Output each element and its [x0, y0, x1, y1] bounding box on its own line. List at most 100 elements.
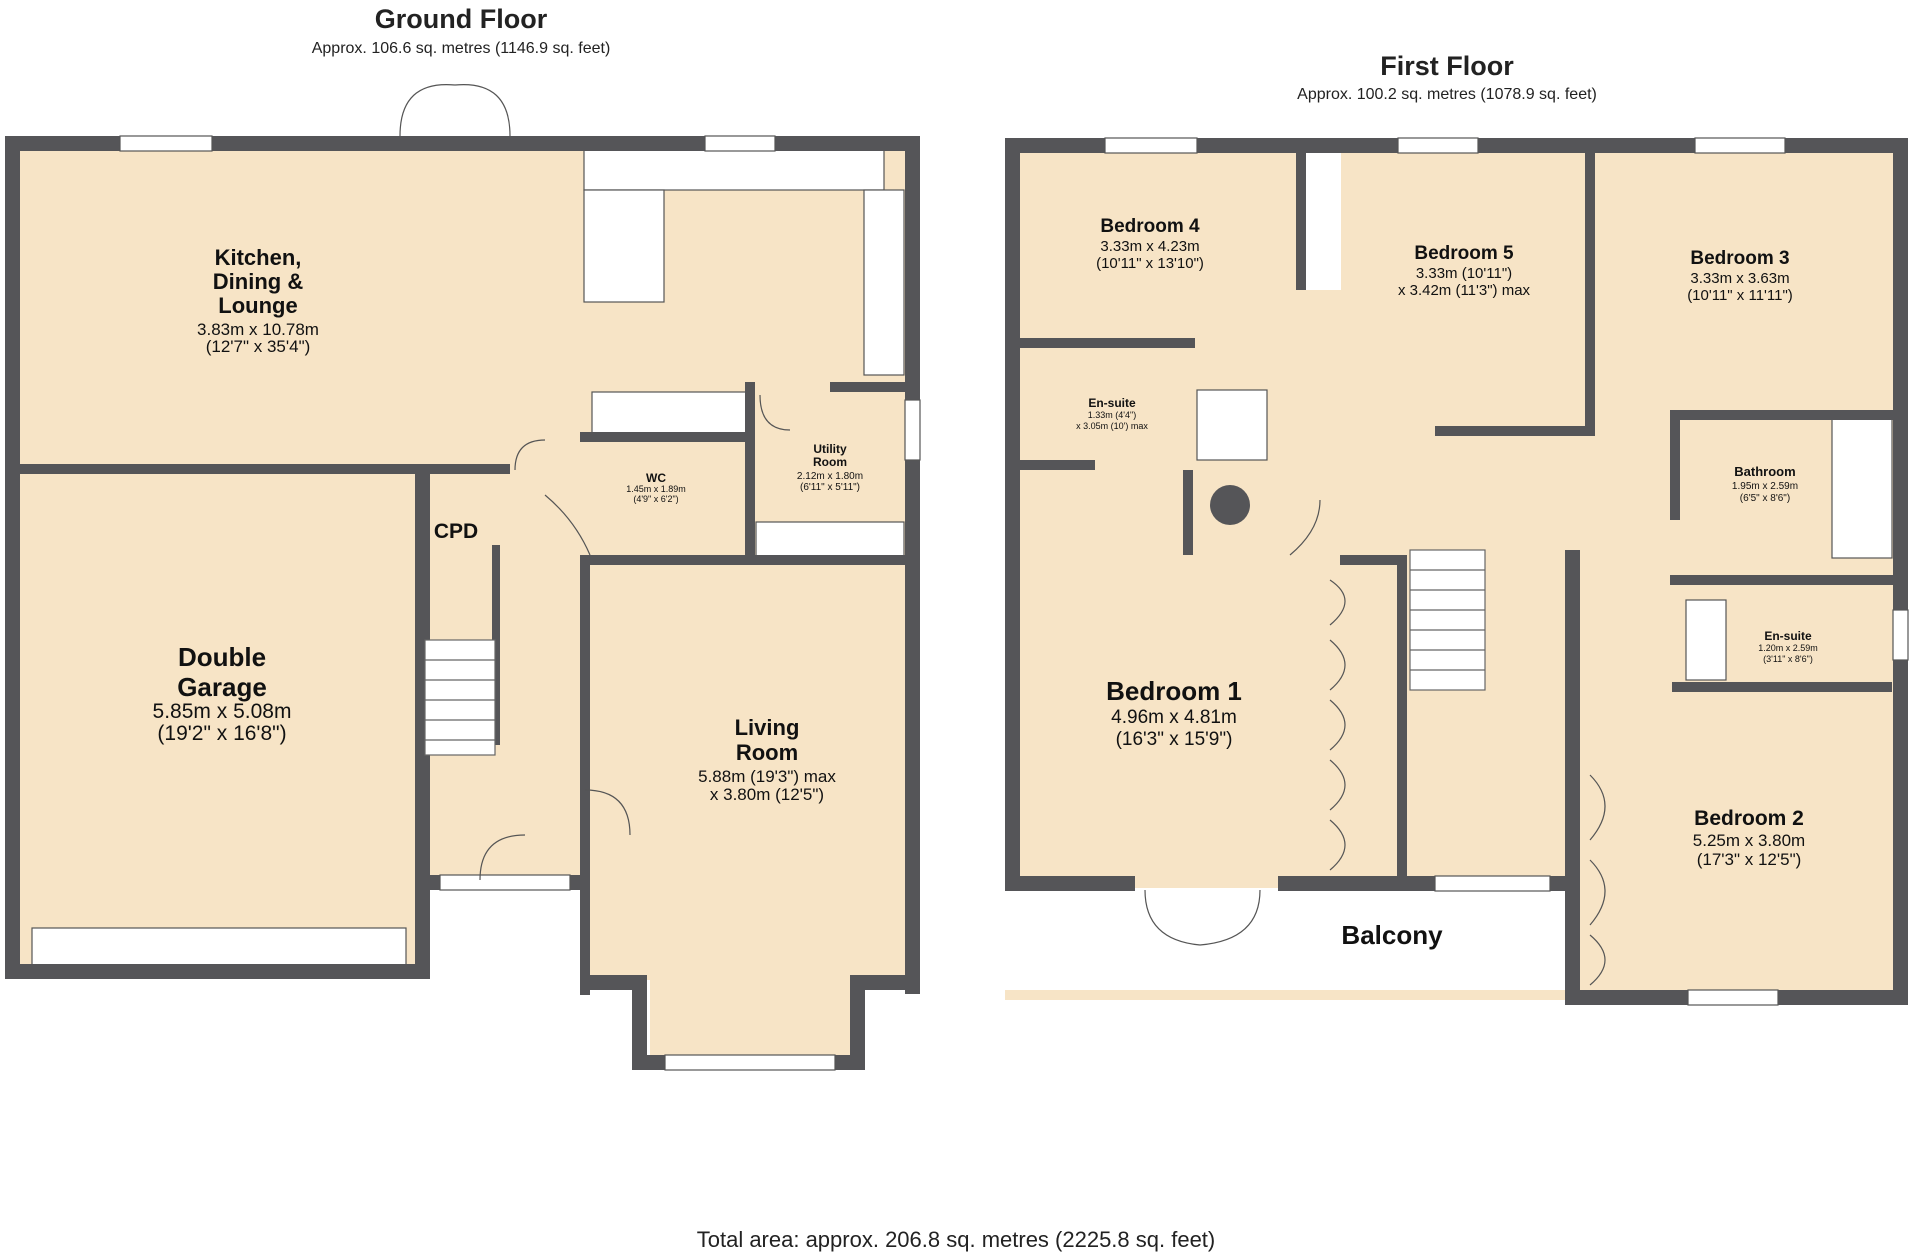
ensuite2-window — [1892, 609, 1909, 661]
bedroom5-label: Bedroom 5 3.33m (10'11") x 3.42m (11'3")… — [1398, 243, 1531, 299]
ground-floor-title: Ground Floor — [375, 4, 548, 34]
wardrobe2-doors — [1589, 774, 1606, 986]
svg-text:Bedroom 1: Bedroom 1 — [1106, 676, 1242, 706]
svg-text:Bedroom 3: Bedroom 3 — [1690, 248, 1789, 269]
bay-wall-right — [850, 975, 865, 1065]
first-floor-area: Approx. 100.2 sq. metres (1078.9 sq. fee… — [1297, 86, 1597, 103]
svg-text:(17'3" x 12'5"): (17'3" x 12'5") — [1697, 850, 1802, 869]
cylinder — [1210, 485, 1250, 525]
bed4-window — [1104, 137, 1198, 154]
bed5-window — [1397, 137, 1479, 154]
svg-text:(6'11" x 5'11"): (6'11" x 5'11") — [800, 482, 860, 493]
landing-wall — [1397, 555, 1407, 885]
svg-text:(12'7" x 35'4"): (12'7" x 35'4") — [206, 337, 311, 356]
svg-text:5.88m (19'3") max: 5.88m (19'3") max — [698, 767, 836, 786]
front-door-frame — [439, 874, 571, 891]
bath-wall-bottom — [1670, 575, 1900, 585]
bed3-window — [1694, 137, 1786, 154]
svg-text:Double: Double — [178, 642, 266, 672]
shower-ensuite1 — [1196, 389, 1268, 461]
shower-ensuite2 — [1685, 599, 1727, 681]
ensuite2-label: En-suite 1.20m x 2.59m (3'11" x 8'6") — [1758, 629, 1818, 664]
first-wall-right — [1893, 138, 1908, 1000]
front-door-swing — [479, 834, 526, 881]
garage-label: Double Garage 5.85m x 5.08m (19'2" x 16'… — [153, 642, 292, 745]
svg-text:Bedroom 4: Bedroom 4 — [1100, 216, 1200, 237]
bed3-wall-bottom — [1670, 410, 1900, 420]
bed2-window — [1687, 989, 1779, 1006]
svg-text:3.83m x 10.78m: 3.83m x 10.78m — [197, 320, 319, 339]
svg-text:x 3.42m (11'3") max: x 3.42m (11'3") max — [1398, 282, 1531, 299]
ground-floor: Ground Floor Approx. 106.6 sq. metres (1… — [5, 4, 921, 1071]
svg-text:(19'2" x 16'8"): (19'2" x 16'8") — [157, 722, 286, 745]
ground-wall-right — [905, 136, 920, 994]
svg-text:Bedroom 5: Bedroom 5 — [1414, 243, 1514, 264]
svg-text:(10'11" x 11'11"): (10'11" x 11'11") — [1687, 287, 1793, 304]
wc-floor — [590, 440, 750, 560]
ground-stairs — [424, 639, 496, 756]
svg-text:Room: Room — [813, 455, 847, 469]
bay-wall-left — [632, 975, 647, 1065]
svg-text:(4'9" x 6'2"): (4'9" x 6'2") — [633, 494, 678, 504]
stair-wall — [492, 545, 500, 745]
bed1-wall-bottom-l — [1005, 876, 1135, 891]
bay-floor — [650, 975, 850, 1060]
svg-text:(16'3" x 15'9"): (16'3" x 15'9") — [1116, 729, 1233, 750]
svg-text:1.33m (4'4"): 1.33m (4'4") — [1088, 410, 1136, 420]
utility-counter — [755, 521, 905, 561]
svg-text:Bathroom: Bathroom — [1734, 464, 1795, 479]
kitchen-label: Kitchen, Dining & Lounge 3.83m x 10.78m … — [197, 245, 319, 356]
kitchen-side-units — [863, 189, 905, 376]
bed2-wall-left — [1565, 550, 1580, 1005]
first-floor: First Floor Approx. 100.2 sq. metres (10… — [1000, 51, 1909, 1006]
svg-text:En-suite: En-suite — [1088, 396, 1136, 410]
living-wall-left — [580, 555, 590, 995]
bed1-balcony-door — [1144, 889, 1261, 946]
svg-text:x 3.80m (12'5"): x 3.80m (12'5") — [710, 785, 824, 804]
first-floor-title: First Floor — [1380, 51, 1514, 81]
kitchen-island-area — [583, 189, 665, 303]
balcony-door-frame — [1434, 875, 1551, 892]
utility-door-swing — [759, 394, 791, 431]
utility-wall-top — [830, 382, 910, 392]
kitchen-units — [583, 149, 885, 191]
patio-door-swing — [399, 84, 511, 137]
wc-door-swing — [544, 494, 591, 556]
bay-wall-join-l — [580, 975, 640, 990]
bed5-wall-right — [1585, 150, 1595, 430]
svg-text:Garage: Garage — [177, 672, 267, 702]
ensuite1-wall-bottom — [1005, 460, 1095, 470]
svg-text:4.96m x 4.81m: 4.96m x 4.81m — [1111, 707, 1237, 728]
balcony-label: Balcony — [1341, 920, 1443, 950]
kitchen-wall-bottom — [20, 464, 510, 474]
garage-floor — [18, 470, 416, 975]
ground-floor-area: Approx. 106.6 sq. metres (1146.9 sq. fee… — [312, 40, 611, 57]
kitchen-window-left — [119, 135, 213, 152]
wardrobe-doors — [1329, 579, 1346, 871]
svg-text:5.85m x 5.08m: 5.85m x 5.08m — [153, 700, 292, 723]
living-door-swing — [584, 789, 631, 836]
wc-wall-right — [745, 382, 755, 562]
balcony-area — [1000, 888, 1565, 990]
wc-label: WC 1.45m x 1.89m (4'9" x 6'2") — [626, 471, 686, 504]
cupboard-wall — [1183, 470, 1193, 555]
stair-top-wall — [1340, 555, 1400, 565]
bed5-wall-bottom — [1435, 426, 1595, 436]
garage-wall-right — [415, 470, 430, 979]
garage-wall-bottom — [5, 964, 420, 979]
svg-text:x 3.05m (10') max: x 3.05m (10') max — [1076, 421, 1148, 431]
hall-door-swing — [514, 439, 546, 471]
svg-text:Living: Living — [735, 715, 800, 740]
bay-wall-join-r — [850, 975, 910, 990]
ground-wall-left — [5, 136, 20, 979]
living-floor — [590, 560, 905, 980]
svg-text:(10'11" x 13'10"): (10'11" x 13'10") — [1096, 255, 1204, 272]
ensuite2-wall-bottom — [1672, 682, 1892, 692]
svg-text:Dining &: Dining & — [213, 269, 304, 294]
utility-window — [904, 399, 921, 461]
svg-text:3.33m x 4.23m: 3.33m x 4.23m — [1100, 238, 1199, 255]
bedroom4-label: Bedroom 4 3.33m x 4.23m (10'11" x 13'10"… — [1096, 216, 1204, 272]
kitchen-counter — [591, 391, 749, 437]
bedroom2-label: Bedroom 2 5.25m x 3.80m (17'3" x 12'5") — [1693, 807, 1805, 869]
